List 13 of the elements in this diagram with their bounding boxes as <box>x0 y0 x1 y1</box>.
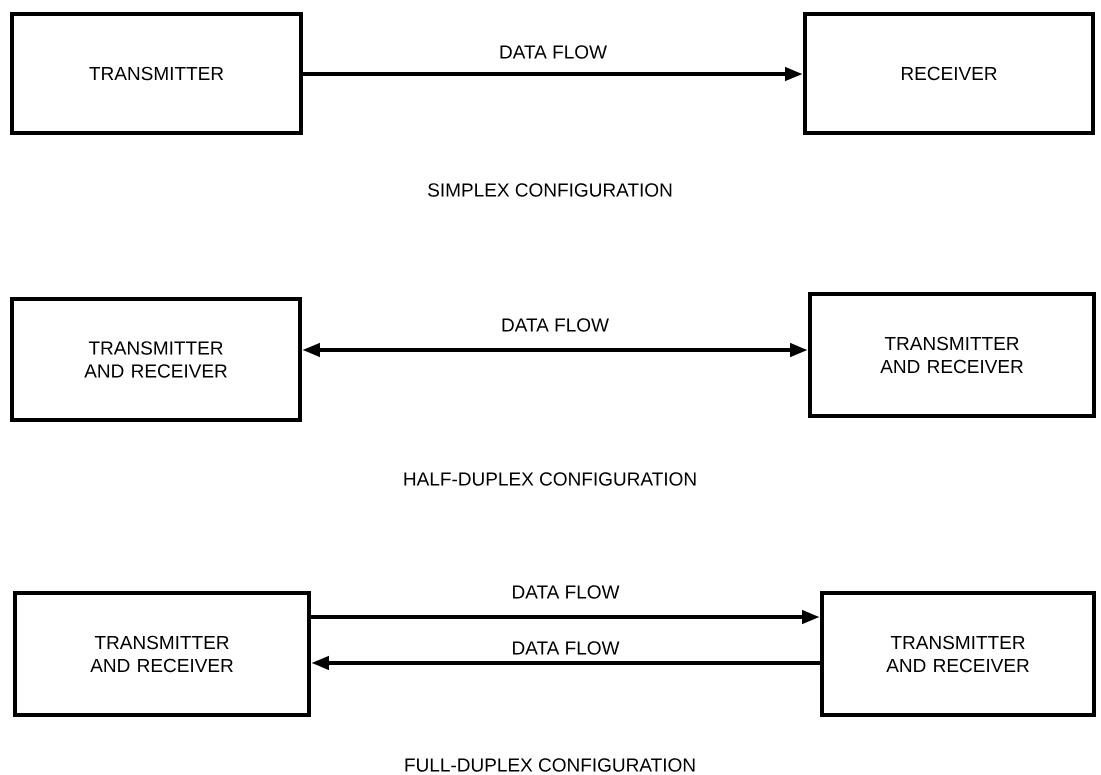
edge-label: DATA FLOW <box>500 317 610 333</box>
caption: FULL-DUPLEX CONFIGURATION <box>405 758 695 772</box>
edge-label: DATA FLOW <box>510 640 621 656</box>
box: RECEIVER <box>803 12 1095 135</box>
edge-label: DATA FLOW <box>510 584 621 600</box>
caption: HALF-DUPLEX CONFIGURATION <box>404 472 696 486</box>
box: TRANSMITTER <box>10 12 303 135</box>
box: TRANSMITTER AND RECEIVER <box>10 297 302 422</box>
box: TRANSMITTER AND RECEIVER <box>808 292 1096 418</box>
caption: SIMPLEX CONFIGURATION <box>428 183 672 197</box>
box: TRANSMITTER AND RECEIVER <box>13 591 311 717</box>
box: TRANSMITTER AND RECEIVER <box>820 591 1096 717</box>
edge-label: DATA FLOW <box>498 44 608 60</box>
